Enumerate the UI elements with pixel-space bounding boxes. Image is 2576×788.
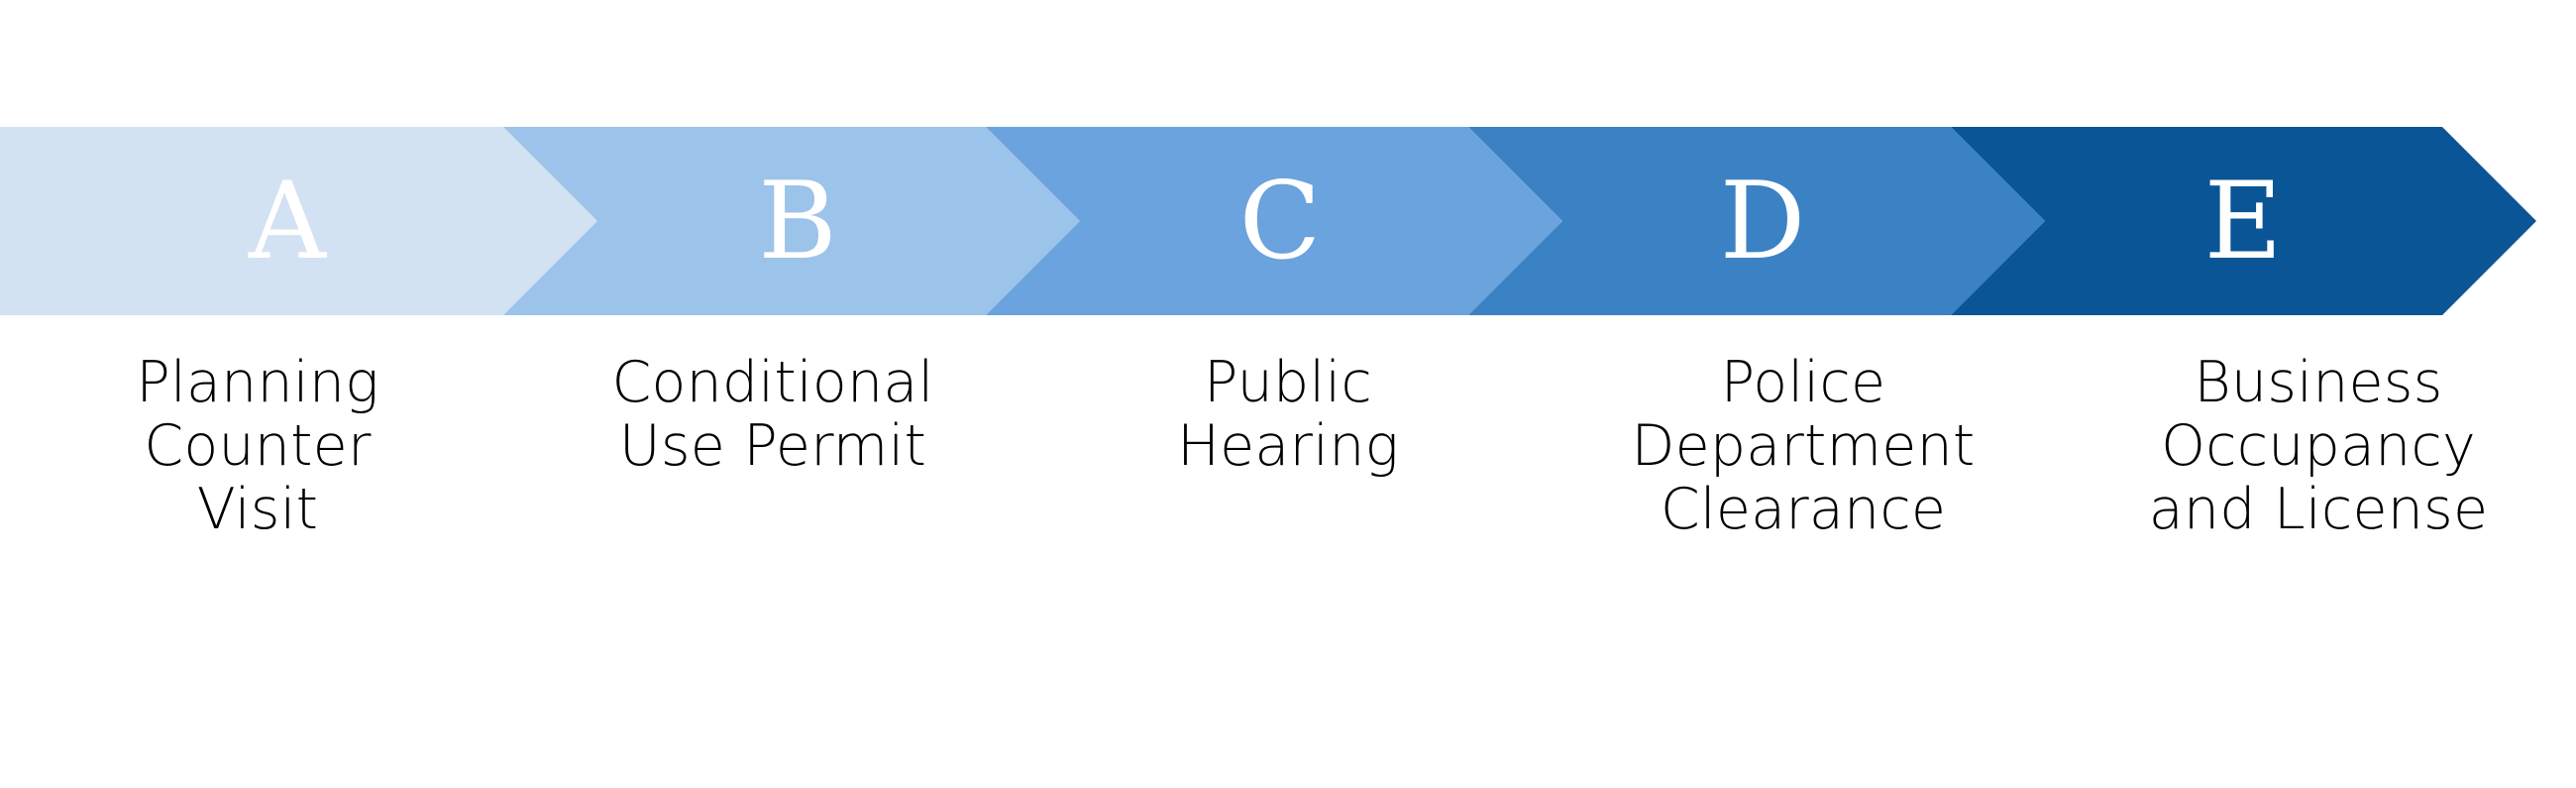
chevron-stage-a[interactable]: A xyxy=(0,127,597,315)
caption-cell-c: Public Hearing xyxy=(1030,350,1546,649)
caption-label-d: Police Department Clearance xyxy=(1631,350,1976,542)
caption-label-c: Public Hearing xyxy=(1177,350,1399,479)
chevron-stage-b[interactable]: B xyxy=(503,127,1080,315)
chevron-shape-c xyxy=(986,127,1562,315)
caption-label-b: Conditional Use Permit xyxy=(611,350,934,479)
caption-cell-b: Conditional Use Permit xyxy=(515,350,1030,649)
caption-cell-e: Business Occupancy and License xyxy=(2061,350,2576,649)
chevron-letter-b: B xyxy=(758,160,836,283)
caption-cell-d: Police Department Clearance xyxy=(1546,350,2061,649)
chevron-shape-e xyxy=(1951,127,2536,315)
caption-row: Planning Counter Visit Conditional Use P… xyxy=(0,350,2576,649)
chevron-letter-d: D xyxy=(1720,160,1806,283)
chevron-stage-e[interactable]: E xyxy=(1951,127,2536,315)
chevron-stage-d[interactable]: D xyxy=(1468,127,2045,315)
chevron-shape-b xyxy=(503,127,1080,315)
chevron-ribbon: A B C D E xyxy=(0,127,2576,315)
chevron-letter-c: C xyxy=(1239,160,1322,283)
caption-cell-a: Planning Counter Visit xyxy=(0,350,515,649)
caption-label-e: Business Occupancy and License xyxy=(2148,350,2489,542)
chevron-letter-e: E xyxy=(2204,160,2283,283)
chevron-letter-a: A xyxy=(248,160,328,283)
chevron-shape-d xyxy=(1468,127,2045,315)
chevron-stage-c[interactable]: C xyxy=(986,127,1562,315)
chevron-shape-a xyxy=(0,127,597,315)
caption-label-a: Planning Counter Visit xyxy=(136,350,379,542)
